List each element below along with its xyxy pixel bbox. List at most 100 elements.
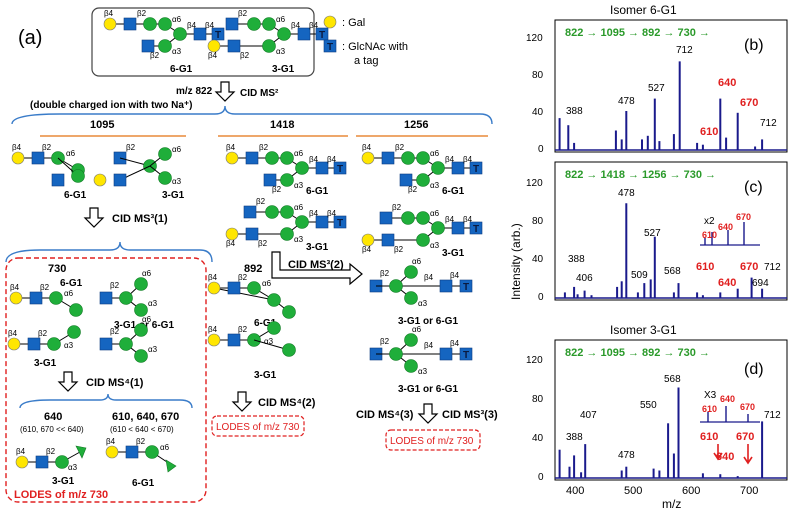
peak-label: 568 — [664, 374, 681, 385]
peak-label: 712 — [676, 45, 693, 56]
frag-730-6g1-label: 6-G1 — [60, 278, 83, 289]
peak-label: 640 — [718, 77, 736, 89]
svg-text:β4: β4 — [16, 447, 26, 456]
panel-b-pathway: 822 → 1095 → 892 → 730 → — [565, 27, 710, 39]
panel-b-label: (b) — [744, 37, 764, 54]
peak-label: 670 — [740, 97, 758, 109]
panel-a-label: (a) — [18, 27, 42, 49]
frag-1256-3g1-label: 3-G1 — [442, 248, 465, 259]
svg-text:β4: β4 — [424, 273, 434, 282]
ms4-left-note: (610, 670 << 640) — [20, 425, 84, 434]
panel-b-peak-labels: 388 478 527 712 610 640 670 712 — [566, 45, 777, 138]
panel-b-frame — [554, 19, 788, 153]
ms2-arrow-icon — [214, 81, 236, 102]
peak-label: 478 — [618, 450, 635, 461]
inset-mult: X3 — [704, 390, 717, 401]
ms2-label: CID MS² — [240, 88, 279, 99]
panel-d-title: Isomer 3-G1 — [610, 323, 677, 337]
panel-d-label: (d) — [744, 361, 764, 378]
panel-c-inset: x2 610 640 670 — [700, 212, 760, 246]
panel-b-title: Isomer 6-G1 — [610, 3, 677, 17]
panel-d-frame — [554, 339, 788, 481]
peak-label: 568 — [664, 266, 681, 277]
panel-b: Isomer 6-G1 (b) 822 → 1095 → 892 → 730 →… — [526, 3, 788, 155]
ms3-2-label: CID MS³(2) — [288, 259, 344, 271]
peak-label: 694 — [752, 278, 769, 289]
panel-b-yticks: 0 40 80 120 — [526, 33, 544, 155]
peak-label: 712 — [760, 118, 777, 129]
svg-text:β4: β4 — [424, 341, 434, 350]
y-tick: 40 — [532, 433, 544, 444]
panel-d-arrows — [713, 444, 753, 465]
frag-892-3g1 — [208, 322, 296, 357]
y-axis-label: Intensity (arb.) — [509, 223, 523, 300]
peak-label: 670 — [740, 261, 758, 273]
ms4-2-arrow-icon — [231, 391, 253, 412]
y-tick: 120 — [526, 355, 543, 366]
peak-label: 610 — [696, 261, 714, 273]
frag-730-label: 730 — [48, 263, 66, 275]
panel-a: (a) 6-G1 3-G1 : Gal : GlcNAc with a tag … — [5, 7, 498, 503]
col-header-1256: 1256 — [404, 119, 428, 131]
panel-d-pathway: 822 → 1095 → 892 → 730 → — [565, 347, 710, 359]
frag-1095-6g1-label: 6-G1 — [64, 190, 87, 201]
peak-610-arrow-icon — [713, 444, 723, 461]
frag-1418-3g1 — [226, 197, 346, 248]
y-tick: 120 — [526, 178, 543, 189]
panel-c-peaks — [555, 203, 787, 299]
spectra: Intensity (arb.) Isomer 6-G1 (b) 822 → 1… — [509, 3, 788, 510]
y-tick: 40 — [532, 107, 544, 118]
inset-label: 670 — [736, 212, 751, 222]
ms3-bracket — [5, 241, 213, 263]
panel-d-yticks: 0 40 80 120 — [526, 355, 544, 483]
x-tick: 400 — [566, 485, 584, 497]
ms2-bracket — [11, 105, 493, 125]
frag-1095-6g1 — [12, 143, 85, 187]
svg-text:α3: α3 — [68, 463, 78, 472]
ms4-1-label: CID MS⁴(1) — [86, 377, 144, 389]
svg-text:β4: β4 — [106, 437, 116, 446]
frag-1256-6g1-label: 6-G1 — [442, 186, 465, 197]
peak-label: 670 — [736, 431, 754, 443]
x-tick: 700 — [740, 485, 758, 497]
precursor-label: m/z 822 — [176, 86, 213, 97]
peak-label: 407 — [580, 410, 597, 421]
frag-892-6g1 — [208, 273, 296, 319]
lodes-box-1 — [211, 415, 305, 437]
frag-730-3g1 — [8, 326, 81, 351]
inset-label: 610 — [702, 230, 717, 240]
svg-text:β2: β2 — [46, 447, 56, 456]
peak-label: 388 — [568, 254, 585, 265]
ms4-right-value: 610, 640, 670 — [112, 411, 179, 423]
isomer-6-g1-label: 6-G1 — [170, 64, 193, 75]
ms4-left-value: 640 — [44, 411, 62, 423]
precursor-note: (double charged ion with two Na⁺) — [30, 100, 193, 111]
panel-c-frame — [554, 161, 788, 301]
ms4-bracket — [19, 393, 193, 409]
panel-d-inset: X3 610 640 670 — [700, 390, 760, 423]
svg-text:α3: α3 — [172, 177, 182, 186]
svg-text:β2: β2 — [136, 437, 146, 446]
peak-label: 610 — [700, 431, 718, 443]
svg-text:β2: β2 — [380, 337, 390, 346]
frag-1256-or-a-label: 3-G1 or 6-G1 — [398, 316, 458, 327]
y-tick: 0 — [538, 472, 544, 483]
isomer-frame — [91, 7, 315, 77]
lodes-box-1-label: LODES of m/z 730 — [216, 422, 300, 433]
panel-d-peaks — [555, 387, 787, 479]
ms3-1-label: CID MS³(1) — [112, 213, 168, 225]
peak-label: 406 — [576, 273, 593, 284]
frag-730-branch-a — [100, 269, 158, 317]
col-header-1095: 1095 — [90, 119, 114, 131]
ms3-2-arrow-icon — [271, 251, 363, 286]
frag-892-6g1-label: 6-G1 — [254, 318, 277, 329]
ms4-product-3g1: β4 β2 α3 — [15, 445, 87, 472]
tag-legend-label-2: a tag — [354, 55, 378, 67]
ms4-product-6g1-label: 6-G1 — [132, 478, 155, 489]
panel-c-peak-labels: 478 527 388 406 509 568 610 640 670 712 … — [568, 188, 781, 289]
svg-text:α6: α6 — [172, 145, 182, 154]
frag-1418-6g1-label: 6-G1 — [306, 186, 329, 197]
